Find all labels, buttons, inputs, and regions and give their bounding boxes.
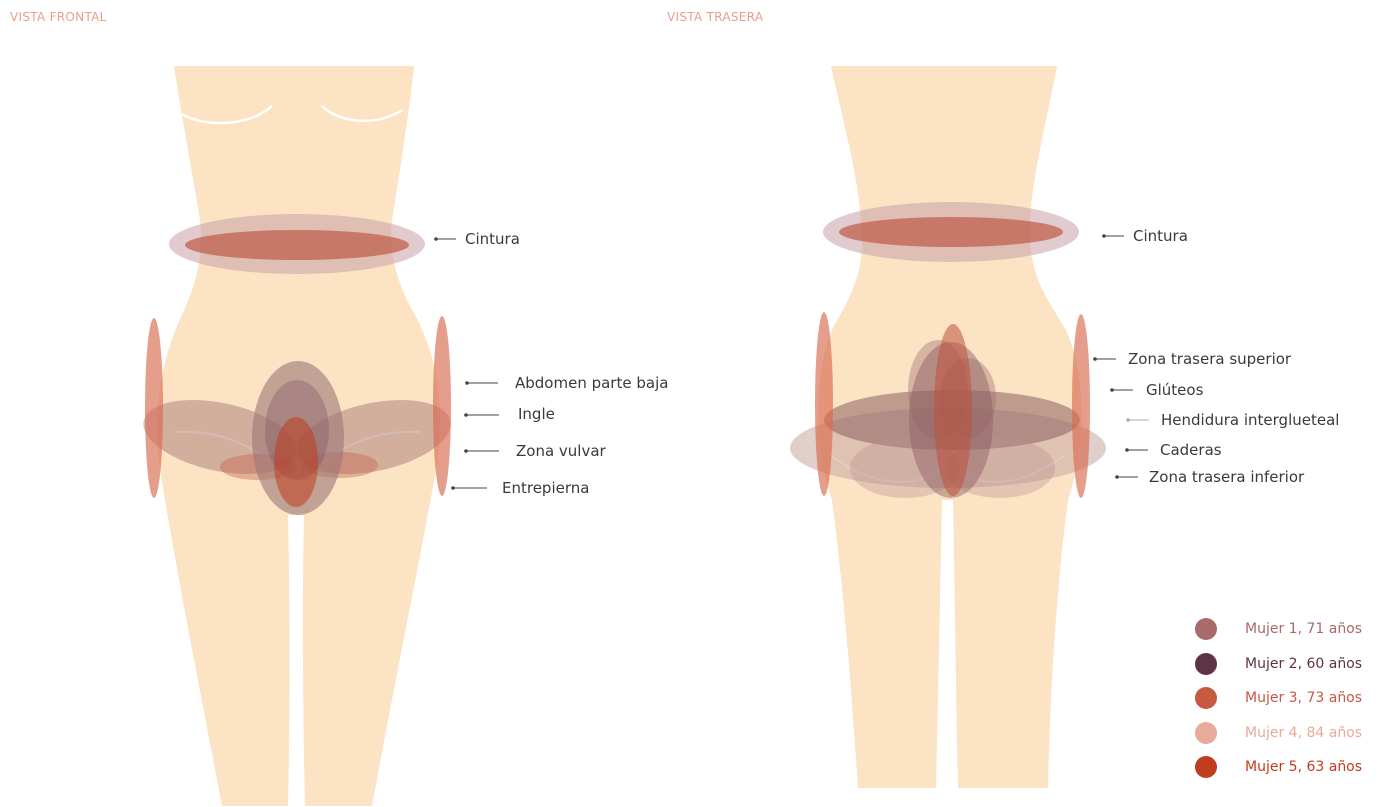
legend-label: Mujer 1, 71 años xyxy=(1245,621,1362,637)
legend-label: Mujer 3, 73 años xyxy=(1245,690,1362,706)
front-hip-strip-left xyxy=(145,318,163,498)
back-label-caderas: Caderas xyxy=(1160,441,1222,459)
back-label-inferior: Zona trasera inferior xyxy=(1149,468,1305,486)
legend-swatch xyxy=(1195,653,1217,675)
back-label-hendidura: Hendidura interglueteal xyxy=(1161,411,1339,429)
back-hip-strip-left xyxy=(815,312,833,496)
legend-item: Mujer 4, 84 años xyxy=(1195,716,1362,751)
legend-item: Mujer 3, 73 años xyxy=(1195,681,1362,716)
legend-item: Mujer 5, 63 años xyxy=(1195,750,1362,785)
front-label-abdomen: Abdomen parte baja xyxy=(515,374,668,392)
front-waist-area-inner xyxy=(185,230,409,260)
front-label-entrepierna: Entrepierna xyxy=(502,479,589,497)
legend-item: Mujer 1, 71 años xyxy=(1195,612,1362,647)
legend: Mujer 1, 71 años Mujer 2, 60 años Mujer … xyxy=(1195,612,1362,785)
legend-item: Mujer 2, 60 años xyxy=(1195,647,1362,682)
legend-swatch xyxy=(1195,722,1217,744)
back-waist-area-inner xyxy=(839,217,1063,247)
back-label-superior: Zona trasera superior xyxy=(1128,350,1292,368)
back-label-gluteos: Glúteos xyxy=(1146,381,1204,399)
back-cleft-area xyxy=(934,324,972,496)
legend-label: Mujer 4, 84 años xyxy=(1245,725,1362,741)
front-vulvar-area xyxy=(274,417,318,507)
legend-label: Mujer 2, 60 años xyxy=(1245,656,1362,672)
front-hip-strip-right xyxy=(433,316,451,496)
legend-label: Mujer 5, 63 años xyxy=(1245,759,1362,775)
back-label-cintura: Cintura xyxy=(1133,227,1188,245)
front-label-cintura: Cintura xyxy=(465,230,520,248)
legend-swatch xyxy=(1195,618,1217,640)
front-label-ingle: Ingle xyxy=(518,405,555,423)
legend-swatch xyxy=(1195,756,1217,778)
back-hip-strip-right xyxy=(1072,314,1090,498)
front-label-vulvar: Zona vulvar xyxy=(516,442,607,460)
legend-swatch xyxy=(1195,687,1217,709)
